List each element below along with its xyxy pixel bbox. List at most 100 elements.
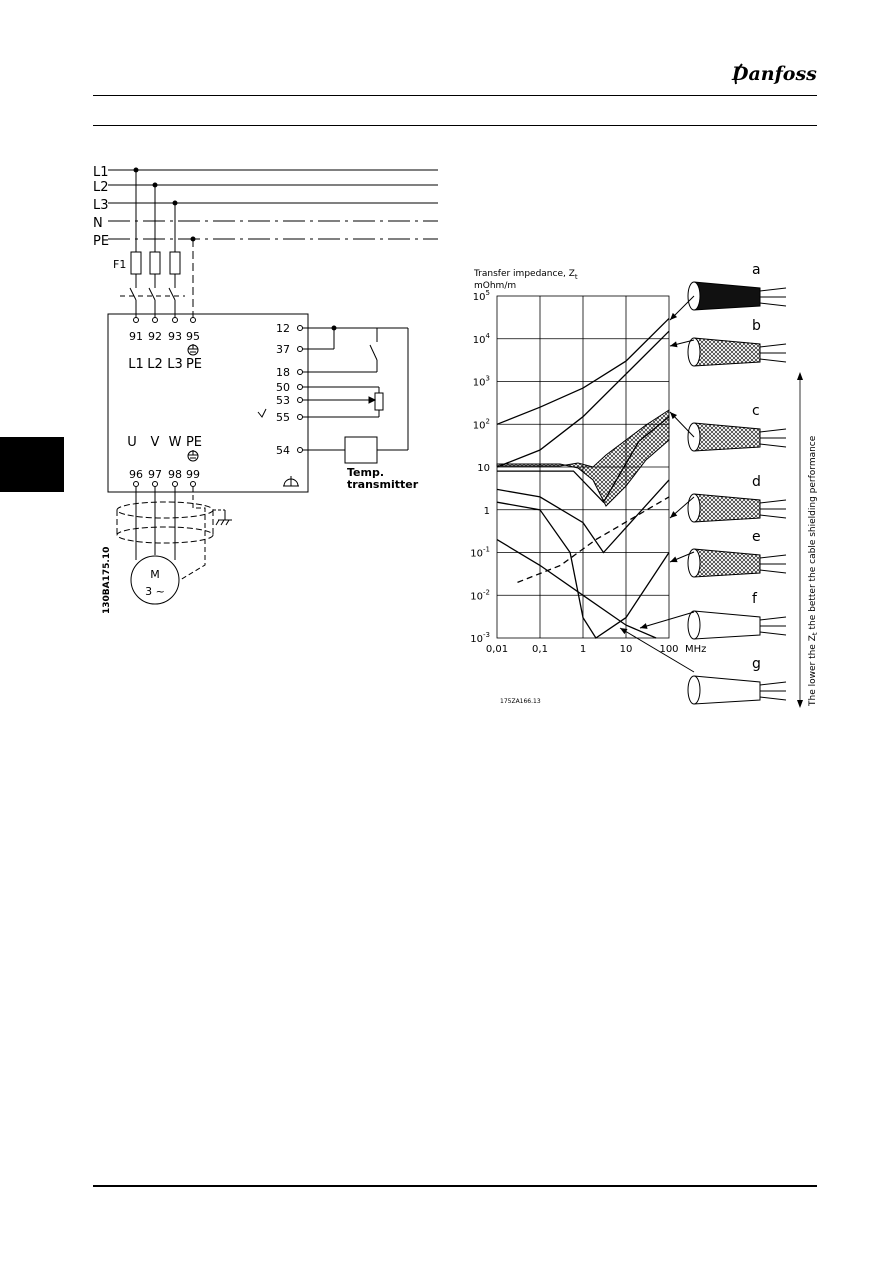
leader-arrowhead (670, 412, 678, 420)
cable-label: g (752, 656, 761, 672)
label-fuse: F1 (113, 258, 126, 271)
chapter-tab (0, 437, 64, 492)
transmitter-line-1: Temp. (347, 466, 384, 479)
potentiometer (374, 392, 384, 411)
side-note: The lower the Zt the better the cable sh… (797, 372, 819, 708)
cable-f: f (687, 591, 787, 640)
cable-wire (759, 616, 787, 621)
cable-wire (759, 681, 787, 686)
terminal-96: 96 (129, 468, 143, 481)
footer-rule (93, 1185, 817, 1187)
curve-g (496, 539, 657, 639)
terminal-92: 92 (148, 330, 162, 343)
cable-body (693, 548, 761, 578)
cable-c: c (687, 403, 787, 452)
x-tick-label: 100 (659, 644, 678, 655)
curve-d (496, 479, 670, 554)
wiring-labels: L1 L2 L3 N PE F1 91 92 93 95 L1 L2 L3 PE… (93, 165, 419, 614)
terminal-91: 91 (129, 330, 143, 343)
leader-line (639, 611, 695, 629)
y-tick-label: 10-3 (470, 631, 490, 645)
label-l3: L3 (93, 198, 109, 213)
terminal-95: 95 (186, 330, 200, 343)
cable-end (687, 493, 701, 523)
cable-wire (759, 428, 787, 433)
leader-arrowhead (620, 628, 628, 635)
cable-wire (759, 358, 787, 363)
motor-symbol (130, 555, 180, 605)
y-tick-label: 10 (477, 463, 490, 474)
cable-body (693, 281, 761, 311)
output-label-v: V (151, 435, 160, 450)
cable-body (693, 422, 761, 452)
output-label-u: U (127, 435, 137, 450)
x-tick-label: 10 (620, 644, 633, 655)
x-tick-label: 0,01 (486, 644, 508, 655)
fuse-1 (130, 251, 142, 275)
cable-wire (759, 499, 787, 504)
y-tick-label: 103 (473, 375, 490, 389)
cable-label: c (752, 403, 760, 419)
x-tick-label: 1 (580, 644, 586, 655)
y-tick-label: 104 (473, 332, 491, 346)
temp-transmitter-box (344, 436, 378, 464)
leader-arrowhead (670, 312, 678, 320)
leader-line (619, 627, 695, 673)
x-unit-label: MHz (685, 644, 706, 655)
output-label-w: W (169, 435, 182, 450)
wiring-drawing-code: 130BA175.10 (102, 547, 112, 614)
curve-b (496, 330, 670, 468)
motor-label: M (150, 568, 160, 581)
terminal-99: 99 (186, 468, 200, 481)
cable-end (687, 548, 701, 578)
curve-e (517, 496, 670, 584)
transmitter-line-2: transmitter (347, 478, 419, 491)
cable-wire (759, 514, 787, 519)
impedance-chart: Transfer impedance, Zt mOhm/m 1051041031… (470, 262, 819, 708)
cable-wire (759, 631, 787, 636)
cable-shield-top (116, 501, 214, 519)
leader-arrowhead (640, 623, 648, 629)
label-n: N (93, 216, 103, 231)
leader-arrowhead (670, 511, 678, 518)
terminal-98: 98 (168, 468, 182, 481)
cable-body (693, 493, 761, 523)
fuse-2 (149, 251, 161, 275)
terminal-50: 50 (276, 381, 290, 394)
label-l1: L1 (93, 165, 109, 180)
terminal-93: 93 (168, 330, 182, 343)
switch-contact (369, 344, 378, 361)
cable-wire (759, 696, 787, 701)
terminal-12: 12 (276, 322, 290, 335)
brand-text: Danfoss (731, 63, 817, 85)
cable-body (693, 610, 761, 640)
cable-body (693, 675, 761, 705)
cable-body (693, 337, 761, 367)
chart-title-2: mOhm/m (474, 281, 516, 291)
y-tick-label: 1 (484, 506, 490, 517)
y-tick-label: 10-1 (470, 546, 490, 560)
cable-wire (759, 287, 787, 292)
y-tick-label: 105 (473, 289, 490, 303)
curve-a (496, 317, 670, 425)
terminal-97: 97 (148, 468, 162, 481)
chart-curves (496, 317, 670, 639)
cable-b: b (687, 318, 787, 367)
cable-d: d (687, 474, 787, 523)
curve-c (497, 416, 670, 504)
drive-box (107, 313, 309, 493)
input-label-pe: PE (186, 357, 202, 372)
cable-shield-bottom (116, 526, 214, 544)
wiring-diagram (107, 167, 438, 605)
terminal-54: 54 (276, 444, 290, 457)
cable-a: a (687, 262, 787, 311)
cable-wire (759, 443, 787, 448)
y-tick-label: 102 (473, 417, 490, 431)
input-label-l2: L2 (147, 357, 163, 372)
logo-swash (734, 63, 743, 85)
cable-wire (759, 343, 787, 348)
